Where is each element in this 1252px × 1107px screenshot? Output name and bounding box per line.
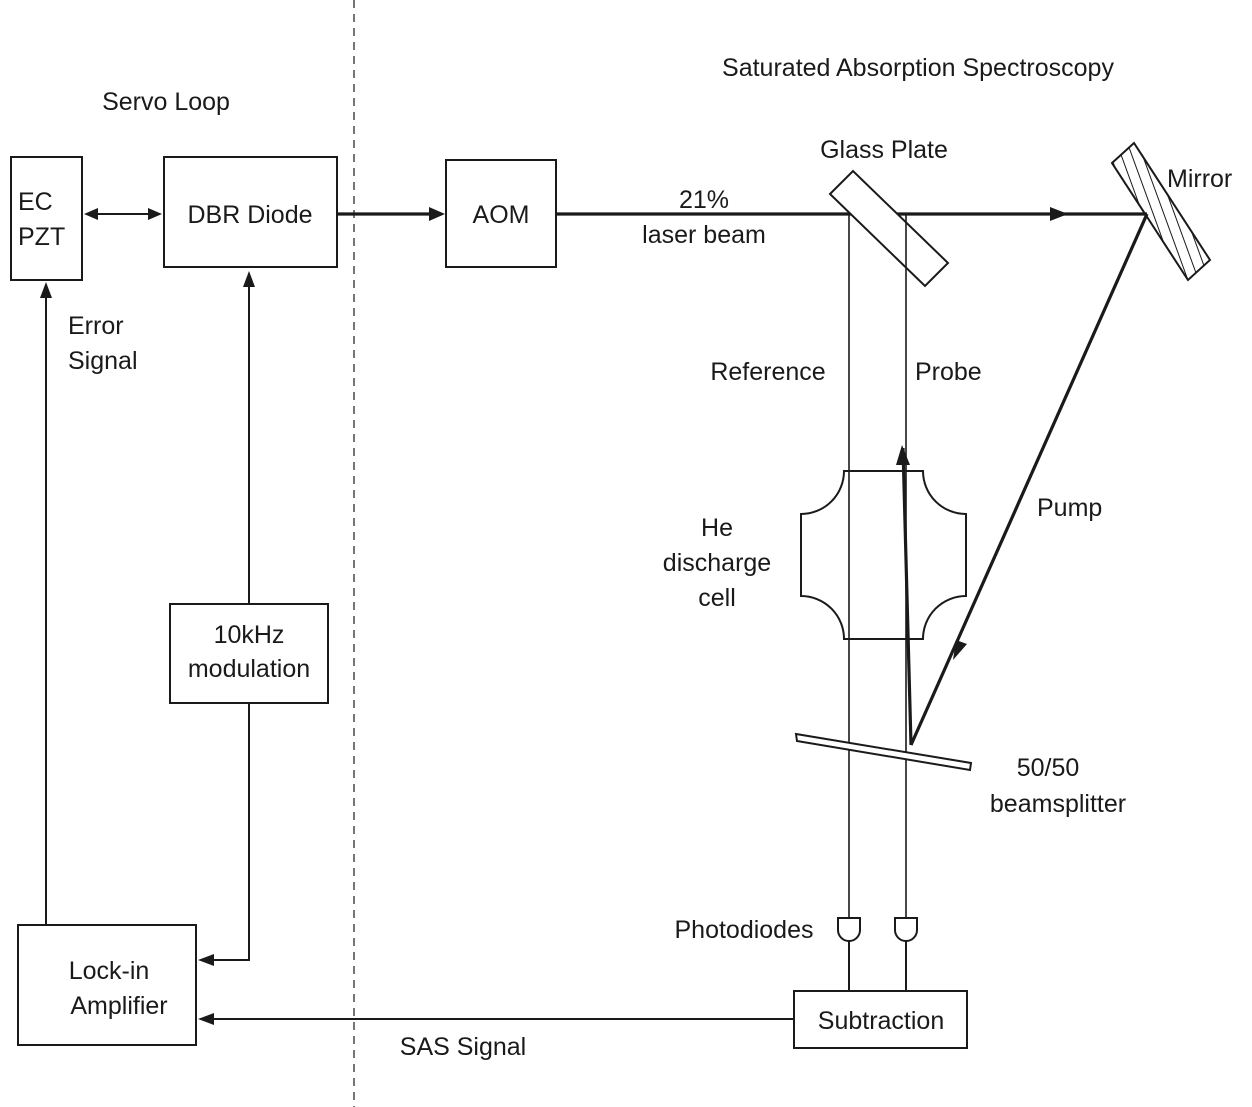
photodiode-probe xyxy=(894,917,918,991)
dbr-diode-label: DBR Diode xyxy=(187,201,312,229)
glass-plate-label: Glass Plate xyxy=(820,136,948,164)
modulation-label-line1: 10kHz xyxy=(214,621,285,649)
photodiodes-label: Photodiodes xyxy=(674,916,813,944)
he-cell-label-line2: discharge xyxy=(663,549,771,577)
error-signal-label-line2: Signal xyxy=(68,347,138,375)
pump-label: Pump xyxy=(1037,494,1102,522)
ec-pzt-label-line2: PZT xyxy=(18,223,65,251)
modulation-label-line2: modulation xyxy=(188,655,310,683)
lockin-amplifier-block: Lock-in Amplifier xyxy=(17,924,197,1046)
mirror xyxy=(1110,141,1212,282)
ec-pzt-label-line1: EC xyxy=(18,188,53,216)
sas-signal-line xyxy=(198,1013,794,1025)
beamsplitter-label-line2: beamsplitter xyxy=(990,790,1126,818)
subtraction-block: Subtraction xyxy=(793,990,968,1049)
modulation-to-lockin-line xyxy=(198,703,250,966)
modulation-block: 10kHz modulation xyxy=(169,603,329,704)
diode-to-aom-beam xyxy=(337,207,445,221)
pump-beam xyxy=(896,213,1149,746)
photodiode-reference xyxy=(837,917,861,991)
glass-plate xyxy=(828,169,950,288)
he-cell-label-line3: cell xyxy=(698,584,736,612)
he-cell-label-line1: He xyxy=(701,514,733,542)
subtraction-label: Subtraction xyxy=(818,1007,944,1035)
reference-label: Reference xyxy=(710,358,825,386)
aom-label: AOM xyxy=(473,201,530,229)
lockin-label-line2: Amplifier xyxy=(70,992,167,1020)
beam-percent-label: 21% xyxy=(679,186,729,214)
modulation-to-diode-line xyxy=(243,271,255,604)
he-discharge-cell xyxy=(800,470,967,640)
mirror-label: Mirror xyxy=(1167,165,1232,193)
beamsplitter xyxy=(794,732,973,772)
pzt-diode-link xyxy=(84,208,162,220)
sas-signal-label: SAS Signal xyxy=(400,1033,526,1061)
dbr-diode-block: DBR Diode xyxy=(163,156,338,268)
error-signal-line xyxy=(40,282,52,925)
probe-label: Probe xyxy=(915,358,982,386)
sas-title: Saturated Absorption Spectroscopy xyxy=(722,54,1114,82)
ec-pzt-block: EC PZT xyxy=(10,156,83,281)
servo-loop-title: Servo Loop xyxy=(102,88,230,116)
aom-block: AOM xyxy=(445,159,557,268)
beamsplitter-label-line1: 50/50 xyxy=(1017,754,1080,782)
beam-name-label: laser beam xyxy=(642,221,766,249)
error-signal-label-line1: Error xyxy=(68,312,124,340)
lockin-label-line1: Lock-in xyxy=(69,957,150,985)
